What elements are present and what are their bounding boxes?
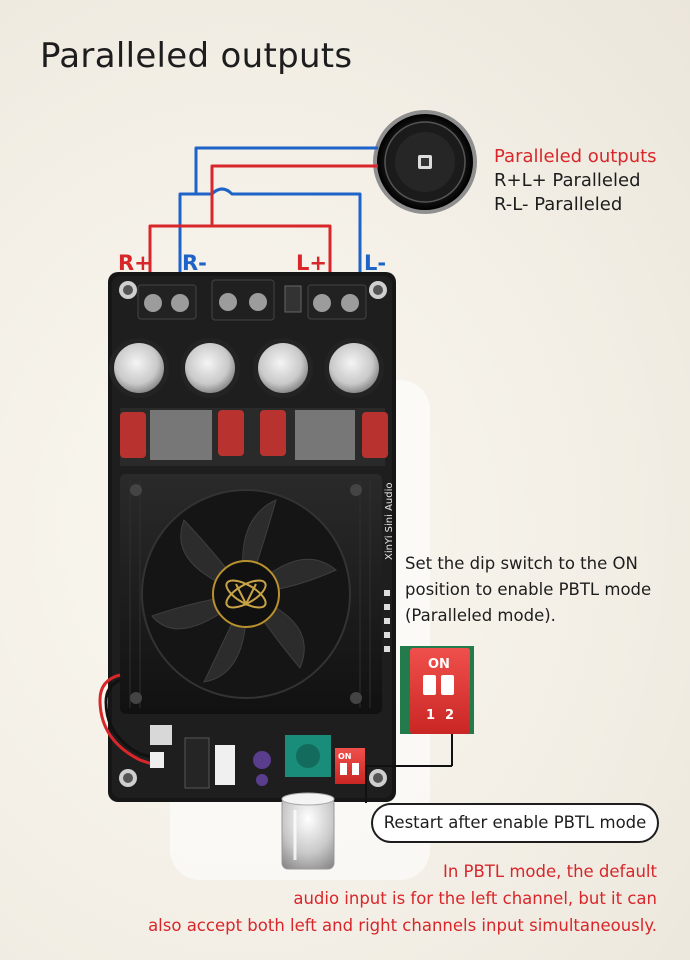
speaker <box>373 110 477 214</box>
dip-switch-2-label: 2 <box>445 708 454 723</box>
legend-line-1: R+L+ Paralleled <box>494 170 641 191</box>
pbtl-note-line-3: also accept both left and right channels… <box>148 916 657 935</box>
dip-switch-1-label: 1 <box>426 708 435 723</box>
pbtl-note-line-1: In PBTL mode, the default <box>442 862 657 881</box>
page-title: Paralleled outputs <box>40 36 353 76</box>
dip-note-line-1: Set the dip switch to the ON <box>405 554 638 573</box>
dip-note-line-2: position to enable PBTL mode <box>405 580 652 599</box>
legend-line-2: R-L- Paralleled <box>494 194 623 215</box>
dip-switch-callout: ON 1 2 <box>365 646 474 803</box>
amplifier-board: XinYi Sini Audio ON <box>98 272 396 802</box>
brand-logo <box>225 579 267 609</box>
terminal-label-r-plus: R+ <box>118 251 152 275</box>
pbtl-input-note: In PBTL mode, the default audio input is… <box>0 858 657 939</box>
terminal-label-l-plus: L+ <box>296 251 327 275</box>
dip-on-label: ON <box>428 657 450 672</box>
restart-note: Restart after enable PBTL mode <box>371 803 659 843</box>
terminal-label-l-minus: L- <box>364 251 387 275</box>
volume-knob[interactable] <box>281 792 335 870</box>
terminal-label-r-minus: R- <box>182 251 207 275</box>
pbtl-note-line-2: audio input is for the left channel, but… <box>293 889 657 908</box>
legend-heading: Paralleled outputs <box>494 146 657 167</box>
dip-switch-note: Set the dip switch to the ON position to… <box>405 551 690 629</box>
dip-note-line-3: (Paralleled mode). <box>405 606 556 625</box>
paralleled-legend: Paralleled outputs R+L+ Paralleled R-L- … <box>494 145 657 217</box>
blue-wires <box>178 146 378 290</box>
board-print: XinYi Sini Audio <box>384 482 395 560</box>
red-wires <box>148 164 378 290</box>
svg-text:ON: ON <box>338 752 352 761</box>
